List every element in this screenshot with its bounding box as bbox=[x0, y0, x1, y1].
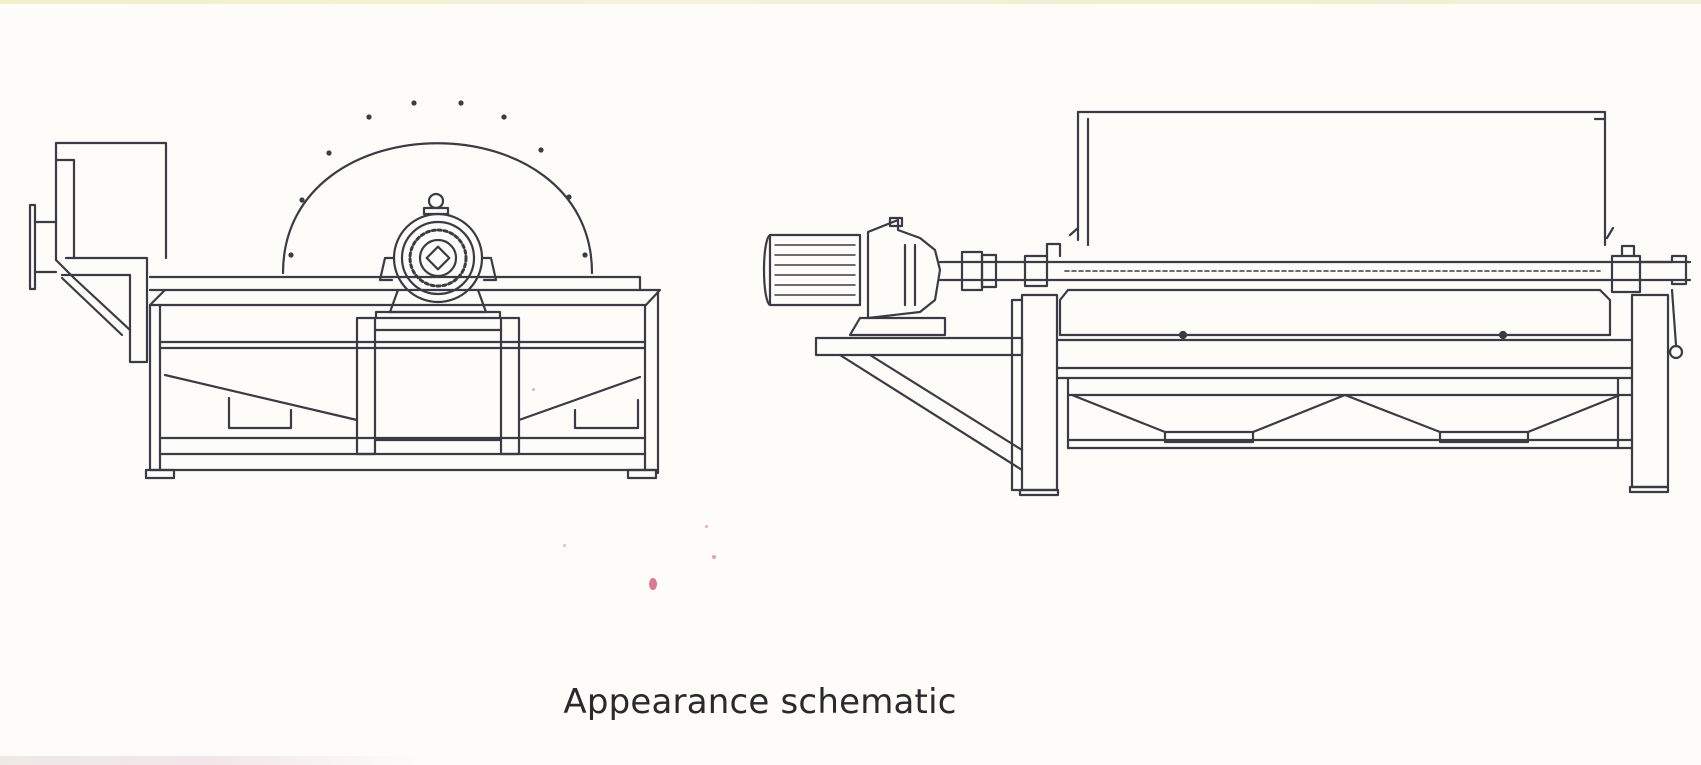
figure-caption: Appearance schematic bbox=[563, 682, 957, 722]
feed-box bbox=[28, 141, 168, 364]
side-view-drawing bbox=[762, 110, 1692, 497]
gearbox bbox=[848, 216, 947, 337]
drive-shaft bbox=[938, 242, 1692, 294]
end-view-frame bbox=[144, 275, 662, 480]
top-scan-band bbox=[0, 0, 1701, 4]
ink-speck bbox=[649, 578, 657, 590]
drum-body bbox=[1058, 288, 1684, 360]
end-view-drawing bbox=[28, 100, 662, 480]
drive-motor bbox=[762, 233, 862, 307]
drum-top-cover bbox=[1068, 110, 1615, 247]
ink-speck bbox=[705, 525, 708, 528]
ink-speck bbox=[712, 555, 716, 559]
drum-cover bbox=[281, 100, 594, 275]
bottom-scan-band bbox=[0, 756, 420, 765]
ink-speck bbox=[532, 388, 535, 391]
ink-speck bbox=[563, 544, 566, 547]
motor-gear-face bbox=[374, 192, 502, 320]
side-view-frame bbox=[814, 293, 1670, 497]
drum-bolts bbox=[288, 100, 588, 258]
